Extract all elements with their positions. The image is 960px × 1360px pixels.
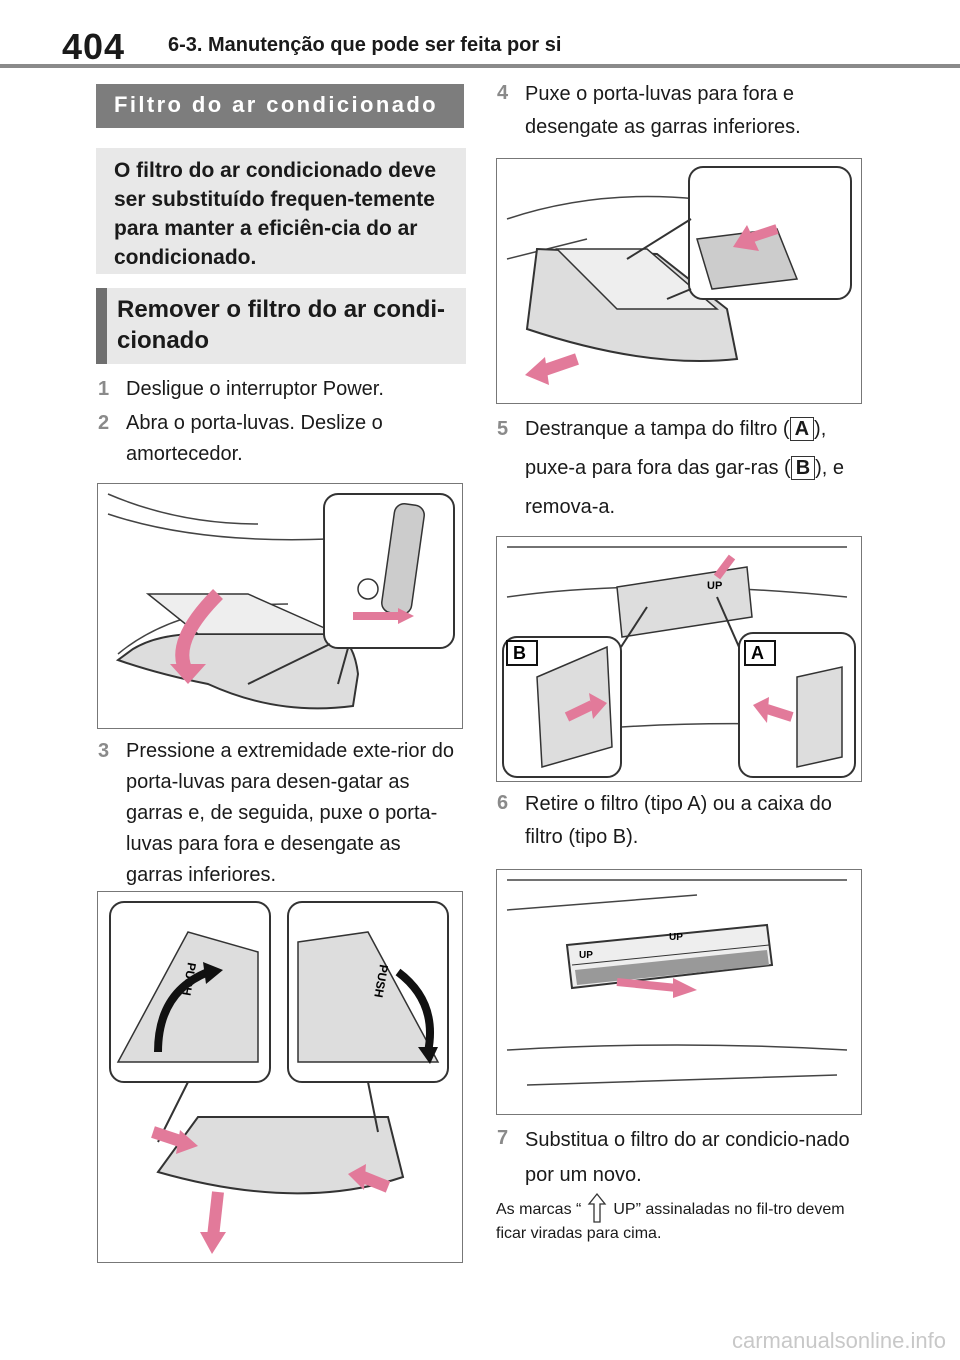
- subheading-text: Remover o filtro do ar condi-cionado: [117, 296, 446, 354]
- step-text: Desligue o interruptor Power.: [126, 378, 384, 400]
- step-1: 1 Desligue o interruptor Power.: [98, 374, 448, 405]
- header-divider: [0, 64, 960, 68]
- callout-b: B: [513, 643, 526, 663]
- step-5: 5 Destranque a tampa do filtro (A), puxe…: [497, 410, 857, 527]
- up-label-right: UP: [669, 932, 683, 943]
- step-text: Retire o filtro (tipo A) ou a caixa do f…: [525, 793, 832, 848]
- step-7: 7 Substitua o filtro do ar condicio-nado …: [497, 1123, 857, 1193]
- step-text: Pressione a extremidade exte-rior do por…: [126, 740, 454, 886]
- figure-remove-filter: UP UP: [496, 869, 862, 1115]
- step5-prefix: Destranque a tampa do filtro (: [525, 418, 790, 440]
- intro-text: O filtro do ar condicionado deve ser sub…: [114, 159, 437, 269]
- step5-middle: ), puxe-a para fora das gar-ras (: [525, 418, 827, 479]
- watermark: carmanualsonline.info: [731, 1328, 946, 1353]
- step-4: 4 Puxe o porta-luvas para fora e desengat…: [497, 78, 857, 144]
- figure-filter-cover: UP B A: [496, 536, 862, 782]
- step-number: 1: [98, 378, 110, 400]
- step-6: 6 Retire o filtro (tipo A) ou a caixa do …: [497, 788, 857, 854]
- step-number: 5: [497, 418, 509, 440]
- label-b: B: [790, 456, 816, 480]
- step-text: Substitua o filtro do ar condicio-nado p…: [525, 1129, 850, 1186]
- note: As marcas “UP” assinaladas no fil-tro de…: [496, 1192, 866, 1243]
- step5-suffix: ), e remova-a.: [525, 457, 845, 518]
- figure-pull-glovebox: [496, 158, 862, 404]
- note-suffix: UP” assinaladas no fil-tro devem ficar v…: [496, 1201, 845, 1242]
- step-3: 3 Pressione a extremidade exte-rior do po…: [98, 736, 458, 891]
- push-label-right: PUSH: [371, 963, 391, 998]
- note-prefix: As marcas “: [496, 1201, 582, 1218]
- up-label: UP: [707, 580, 722, 592]
- topic-title-bar: Filtro do ar condicionado: [96, 84, 464, 128]
- step-number: 7: [497, 1127, 509, 1149]
- callout-a: A: [751, 643, 764, 663]
- step-number: 6: [497, 792, 509, 814]
- label-a: A: [789, 417, 815, 441]
- intro-box: O filtro do ar condicionado deve ser sub…: [96, 148, 466, 274]
- up-arrow-icon: [587, 1192, 607, 1223]
- step-text: Abra o porta-luvas. Deslize o amortecedo…: [126, 412, 383, 465]
- figure-push-glovebox: PUSH PUSH: [97, 891, 463, 1263]
- step-number: 4: [497, 82, 509, 104]
- section-title: 6-3. Manutenção que pode ser feita por s…: [168, 34, 562, 56]
- subheading: Remover o filtro do ar condi-cionado: [96, 288, 466, 364]
- page-number: 404: [62, 26, 126, 67]
- step-number: 2: [98, 412, 110, 434]
- step-number: 3: [98, 740, 110, 762]
- step-2: 2 Abra o porta-luvas. Deslize o amorteced…: [98, 408, 448, 470]
- up-label-left: UP: [579, 950, 593, 961]
- step-text: Puxe o porta-luvas para fora e desengate…: [525, 83, 801, 138]
- figure-open-glovebox: [97, 483, 463, 729]
